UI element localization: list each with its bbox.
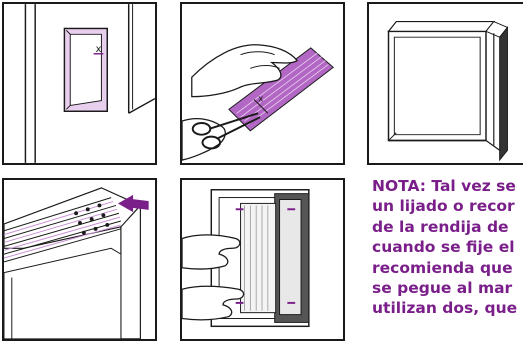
panel-1-mark: x bbox=[96, 44, 102, 55]
filter-install-illustration bbox=[182, 189, 310, 328]
panel-2-mark: x bbox=[258, 95, 263, 105]
step-5-panel bbox=[180, 178, 345, 341]
step-1-panel: x bbox=[2, 2, 157, 165]
note-line: recomienda que bbox=[372, 258, 513, 277]
slats-insert-illustration bbox=[4, 187, 149, 339]
cutting-strip-illustration: x bbox=[182, 44, 334, 161]
step-3-panel bbox=[367, 2, 523, 165]
step-4-panel bbox=[2, 178, 157, 341]
note-line: NOTA: Tal vez se bbox=[372, 177, 516, 195]
wall-opening-illustration: x bbox=[24, 4, 155, 163]
note-line: utilizan dos, que bbox=[372, 299, 518, 318]
note-text-block: NOTA: Tal vez se un lijado o recor de la… bbox=[372, 176, 523, 341]
note-line: de la rendija de bbox=[372, 217, 509, 236]
frame-box-illustration bbox=[387, 20, 509, 162]
step-2-panel: x bbox=[180, 2, 345, 165]
note-line: cuando se fije el bbox=[372, 238, 515, 257]
note-line: se pegue al mar bbox=[372, 279, 513, 298]
arrow-left-icon bbox=[117, 194, 149, 213]
note-line: un lijado o recor bbox=[372, 197, 515, 216]
